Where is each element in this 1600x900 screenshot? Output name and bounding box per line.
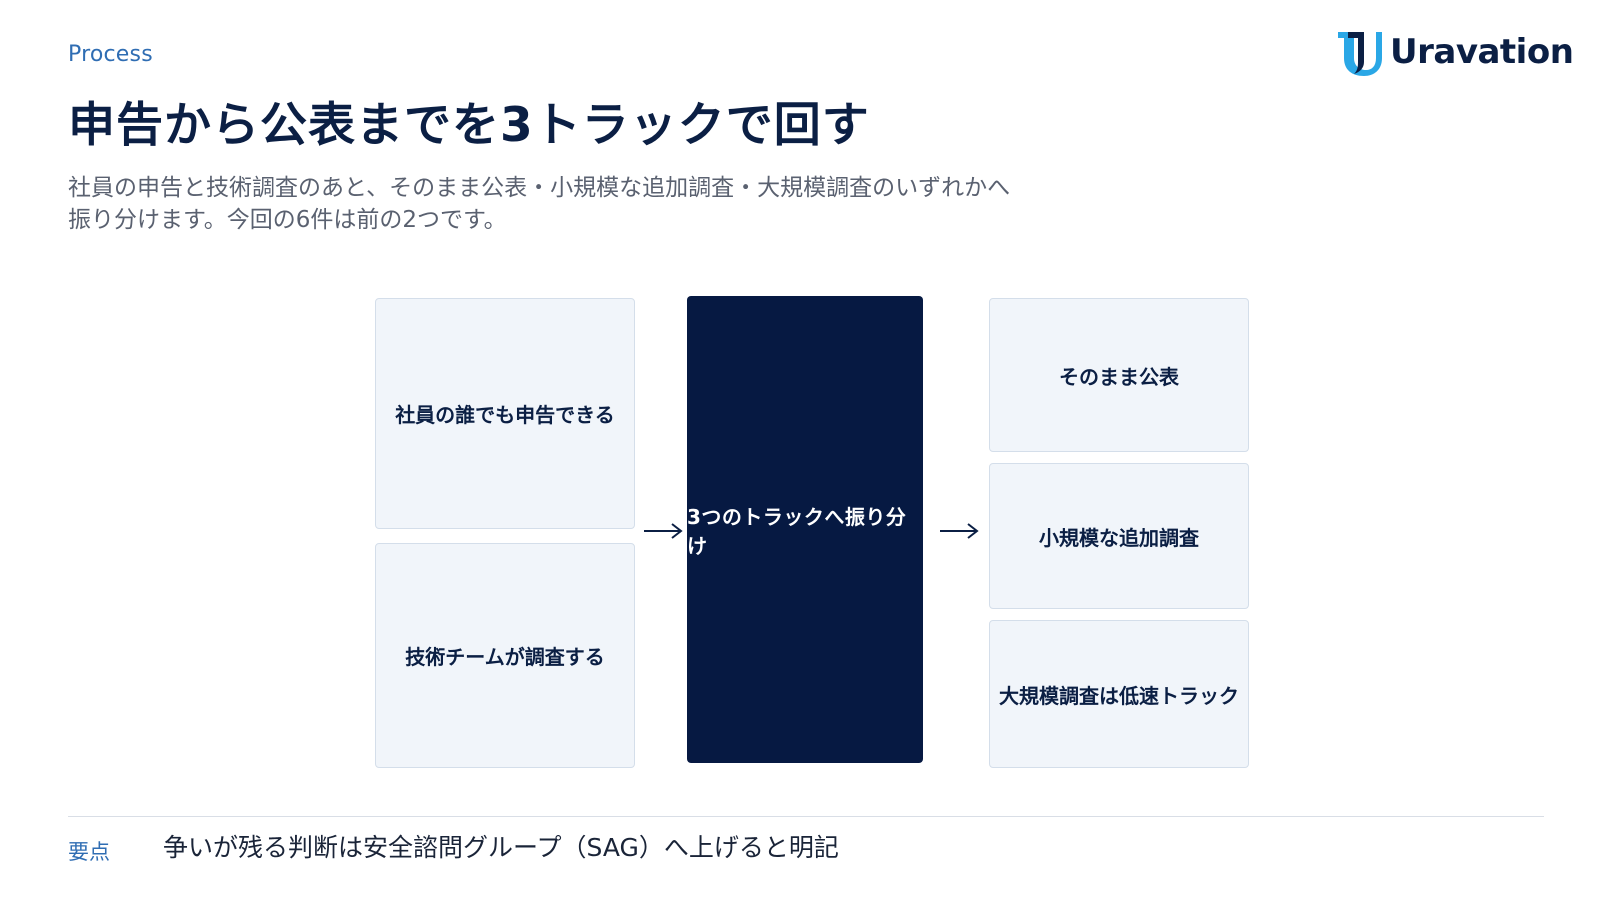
- output-box-publish: そのまま公表: [989, 298, 1249, 452]
- routing-label: 3つのトラックへ振り分け: [687, 504, 907, 558]
- output-box-small-investigation: 小規模な追加調査: [989, 463, 1249, 609]
- input-box-investigation: 技術チームが調査する: [375, 543, 635, 768]
- footer-divider: [68, 816, 1544, 817]
- key-point-label: 要点: [68, 840, 110, 864]
- subtitle-line-1: 社員の申告と技術調査のあと、そのまま公表・小規模な追加調査・大規模調査のいずれか…: [68, 175, 1011, 201]
- output-box-large-investigation: 大規模調査は低速トラック: [989, 620, 1249, 768]
- arrow-right-icon: [644, 523, 683, 539]
- input-box-label: 技術チームが調査する: [405, 645, 605, 669]
- key-point-text: 争いが残る判断は安全諮問グループ（SAG）へ上げると明記: [163, 833, 839, 862]
- page-title: 申告から公表までを3トラックで回す: [68, 98, 870, 153]
- subtitle-line-2: 振り分けます。今回の6件は前の2つです。: [68, 207, 507, 233]
- logo-wordmark: Uravation: [1390, 32, 1574, 72]
- page-subtitle: 社員の申告と技術調査のあと、そのまま公表・小規模な追加調査・大規模調査のいずれか…: [68, 172, 1148, 236]
- output-box-label: そのまま公表: [1059, 364, 1179, 389]
- uravation-logo-icon: [1338, 32, 1382, 76]
- input-box-label: 社員の誰でも申告できる: [395, 403, 615, 427]
- output-box-label: 大規模調査は低速トラック: [999, 683, 1239, 708]
- brand-logo: Uravation: [1334, 28, 1574, 76]
- arrow-right-icon: [940, 523, 979, 539]
- routing-box: 3つのトラックへ振り分け: [687, 296, 923, 763]
- output-box-label: 小規模な追加調査: [1039, 525, 1199, 550]
- input-box-report: 社員の誰でも申告できる: [375, 298, 635, 529]
- section-eyebrow: Process: [68, 42, 153, 67]
